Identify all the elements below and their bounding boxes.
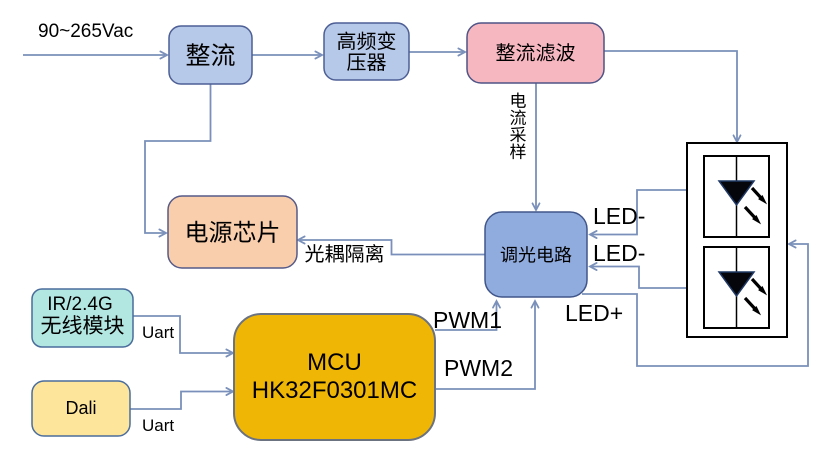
svg-text:MCU: MCU [307, 349, 362, 376]
svg-text:LED-: LED- [593, 203, 645, 229]
svg-text:Uart: Uart [142, 416, 174, 435]
svg-text:Dali: Dali [65, 398, 96, 418]
svg-text:Uart: Uart [142, 323, 174, 342]
svg-text:PWM1: PWM1 [433, 307, 502, 333]
svg-text:LED+: LED+ [565, 300, 623, 326]
svg-text:HK32F0301MC: HK32F0301MC [252, 377, 417, 404]
svg-text:LED-: LED- [593, 240, 645, 266]
svg-text:IR/2.4G: IR/2.4G [47, 294, 112, 315]
svg-text:90~265Vac: 90~265Vac [38, 21, 133, 42]
svg-text:PWM2: PWM2 [444, 355, 513, 381]
